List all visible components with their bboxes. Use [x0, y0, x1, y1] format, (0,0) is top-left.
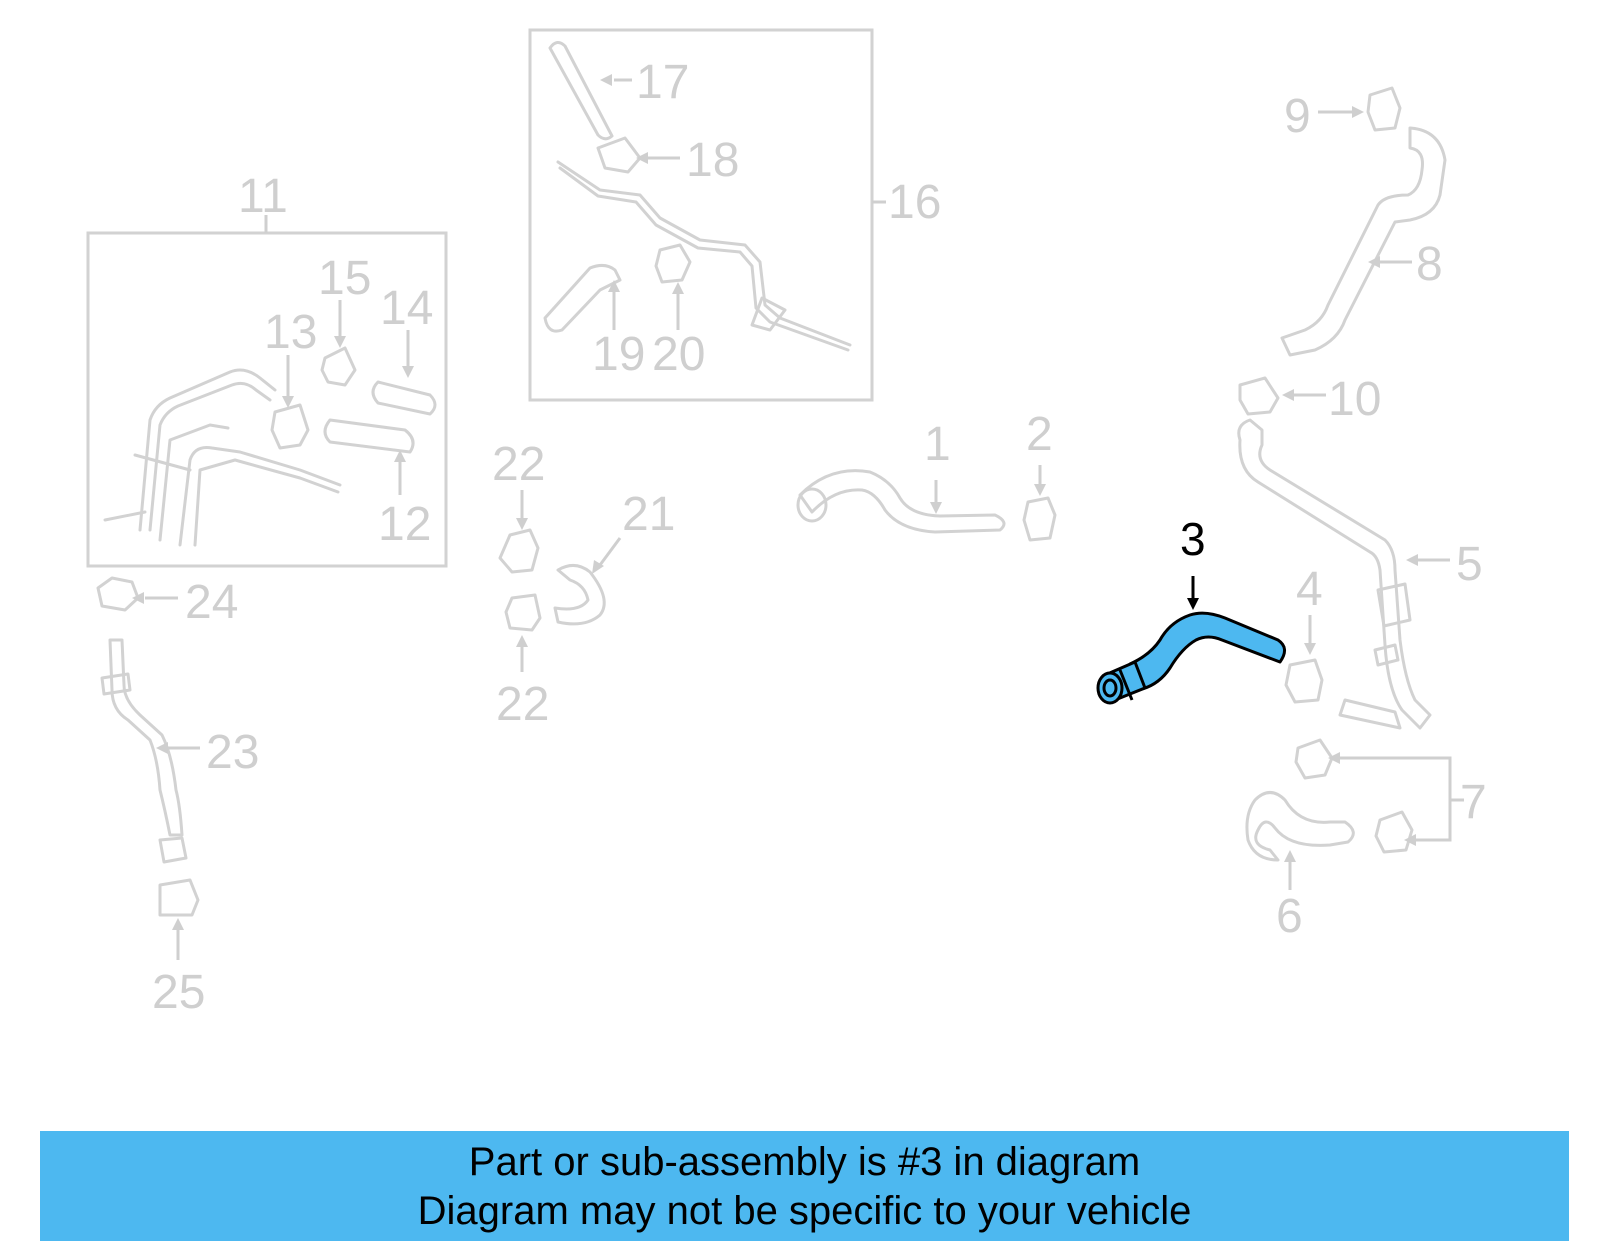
callout-15: 15	[318, 252, 371, 305]
callout-12: 12	[378, 498, 431, 551]
part-group-6-7[interactable]: 7 6	[1245, 738, 1487, 943]
info-banner: Part or sub-assembly is #3 in diagram Di…	[40, 1131, 1569, 1241]
callout-14: 14	[380, 282, 433, 335]
part-group-1-2[interactable]: 1 2	[796, 408, 1057, 542]
part-group-21-22[interactable]: 22 22 21	[492, 438, 675, 731]
banner-line-1: Part or sub-assembly is #3 in diagram	[468, 1140, 1141, 1184]
callout-20: 20	[652, 328, 705, 381]
callout-19: 19	[592, 328, 645, 381]
part-group-8-10[interactable]: 9 8 10	[1238, 86, 1447, 426]
callout-25: 25	[152, 966, 205, 1019]
subassembly-16[interactable]: 16 17 18 19 20	[528, 28, 941, 402]
callout-8: 8	[1416, 238, 1443, 291]
callout-11: 11	[238, 170, 288, 223]
callout-16: 16	[888, 176, 941, 229]
callout-17: 17	[636, 56, 689, 109]
callout-10: 10	[1328, 373, 1381, 426]
part-group-4-5[interactable]: 4 5	[1237, 418, 1483, 730]
callout-1: 1	[924, 418, 951, 471]
callout-6: 6	[1276, 890, 1303, 943]
callout-24: 24	[185, 576, 238, 629]
part-group-23-25[interactable]: 24 23 25	[96, 576, 259, 1019]
callout-21: 21	[622, 488, 675, 541]
subassembly-11[interactable]: 11 13 15 14 12	[86, 170, 448, 568]
callout-9: 9	[1284, 90, 1311, 143]
callout-2: 2	[1026, 408, 1053, 461]
part-3-hose[interactable]: 3	[1096, 513, 1286, 705]
callout-4: 4	[1296, 563, 1323, 616]
callout-22-bottom: 22	[496, 678, 549, 731]
callout-23: 23	[206, 726, 259, 779]
callout-13: 13	[264, 306, 317, 359]
callout-5: 5	[1456, 538, 1483, 591]
banner-line-2: Diagram may not be specific to your vehi…	[417, 1189, 1192, 1233]
callout-3: 3	[1180, 513, 1206, 565]
callout-18: 18	[686, 134, 739, 187]
callout-22-top: 22	[492, 438, 545, 491]
callout-7: 7	[1460, 776, 1487, 829]
